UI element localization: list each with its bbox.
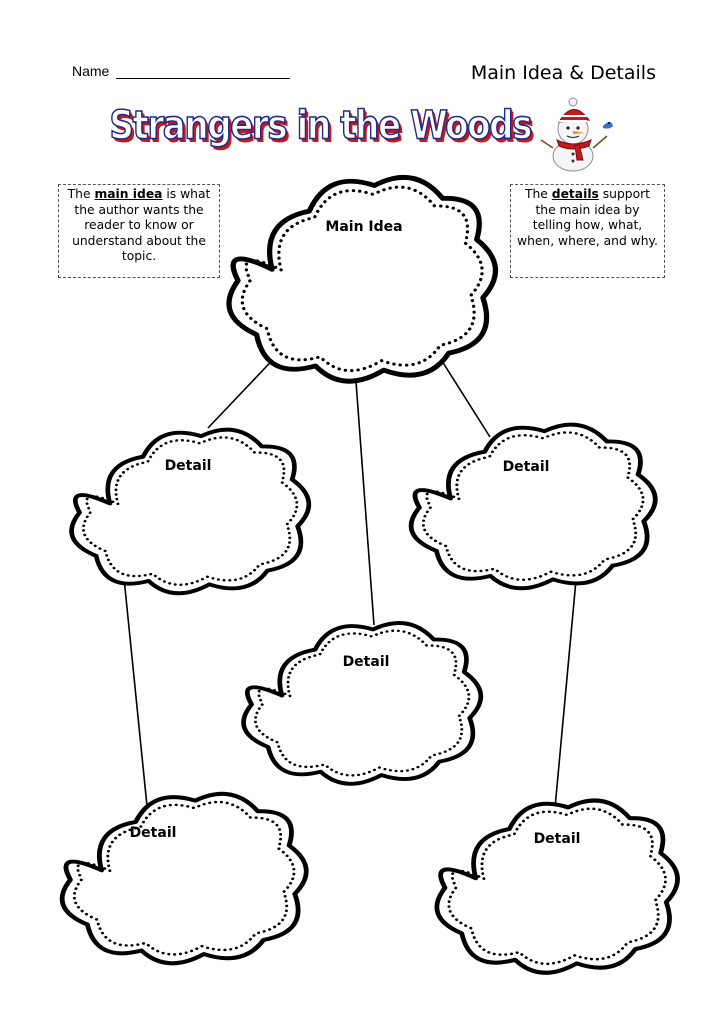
detail-cloud-right[interactable] <box>411 425 655 589</box>
details-note: The details support the main idea by tel… <box>510 184 665 278</box>
main-idea-cloud[interactable] <box>229 177 495 381</box>
connector-line <box>554 579 577 809</box>
worksheet-type: Main Idea & Details <box>470 62 656 84</box>
details-term: details <box>551 187 599 201</box>
main-idea-note: The main idea is what the author wants t… <box>58 184 220 278</box>
main-idea-note-text: is what the author wants the reader to k… <box>72 187 211 264</box>
title-container: Strangers in the Woods <box>0 102 640 149</box>
snowman-icon <box>540 97 613 172</box>
detail-cloud-bottom-left[interactable] <box>62 794 306 963</box>
name-label: Name <box>72 63 110 79</box>
details-note-text: support the main idea by telling how, wh… <box>517 187 658 248</box>
detail-center-label: Detail <box>342 654 390 670</box>
detail-bottom-left-label: Detail <box>129 825 177 841</box>
name-field[interactable] <box>116 78 290 79</box>
detail-bottom-right-label: Detail <box>533 831 581 847</box>
detail-cloud-bottom-right[interactable] <box>437 800 678 972</box>
detail-cloud-left[interactable] <box>72 430 309 594</box>
connector-line <box>123 577 148 807</box>
detail-cloud-center[interactable] <box>244 623 481 784</box>
detail-left-label: Detail <box>164 458 212 474</box>
details-note-prefix: The <box>525 187 552 201</box>
main-idea-label: Main Idea <box>325 219 403 235</box>
main-idea-term: main idea <box>94 187 163 201</box>
connector-line <box>354 367 375 626</box>
main-idea-note-prefix: The <box>67 187 95 201</box>
detail-right-label: Detail <box>502 459 550 475</box>
worksheet-title: Strangers in the Woods <box>108 102 532 149</box>
